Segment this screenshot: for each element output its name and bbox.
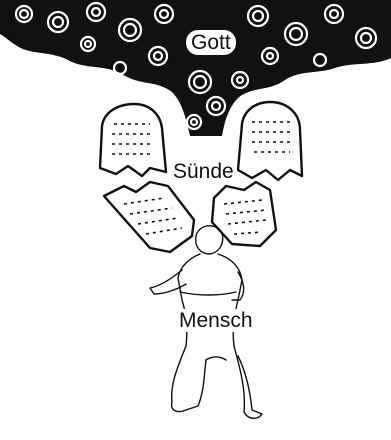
god-cloud [0,0,391,136]
label-sin: Sünde [170,160,237,183]
label-human: Mensch [176,309,256,332]
label-god: Gott [186,30,236,55]
